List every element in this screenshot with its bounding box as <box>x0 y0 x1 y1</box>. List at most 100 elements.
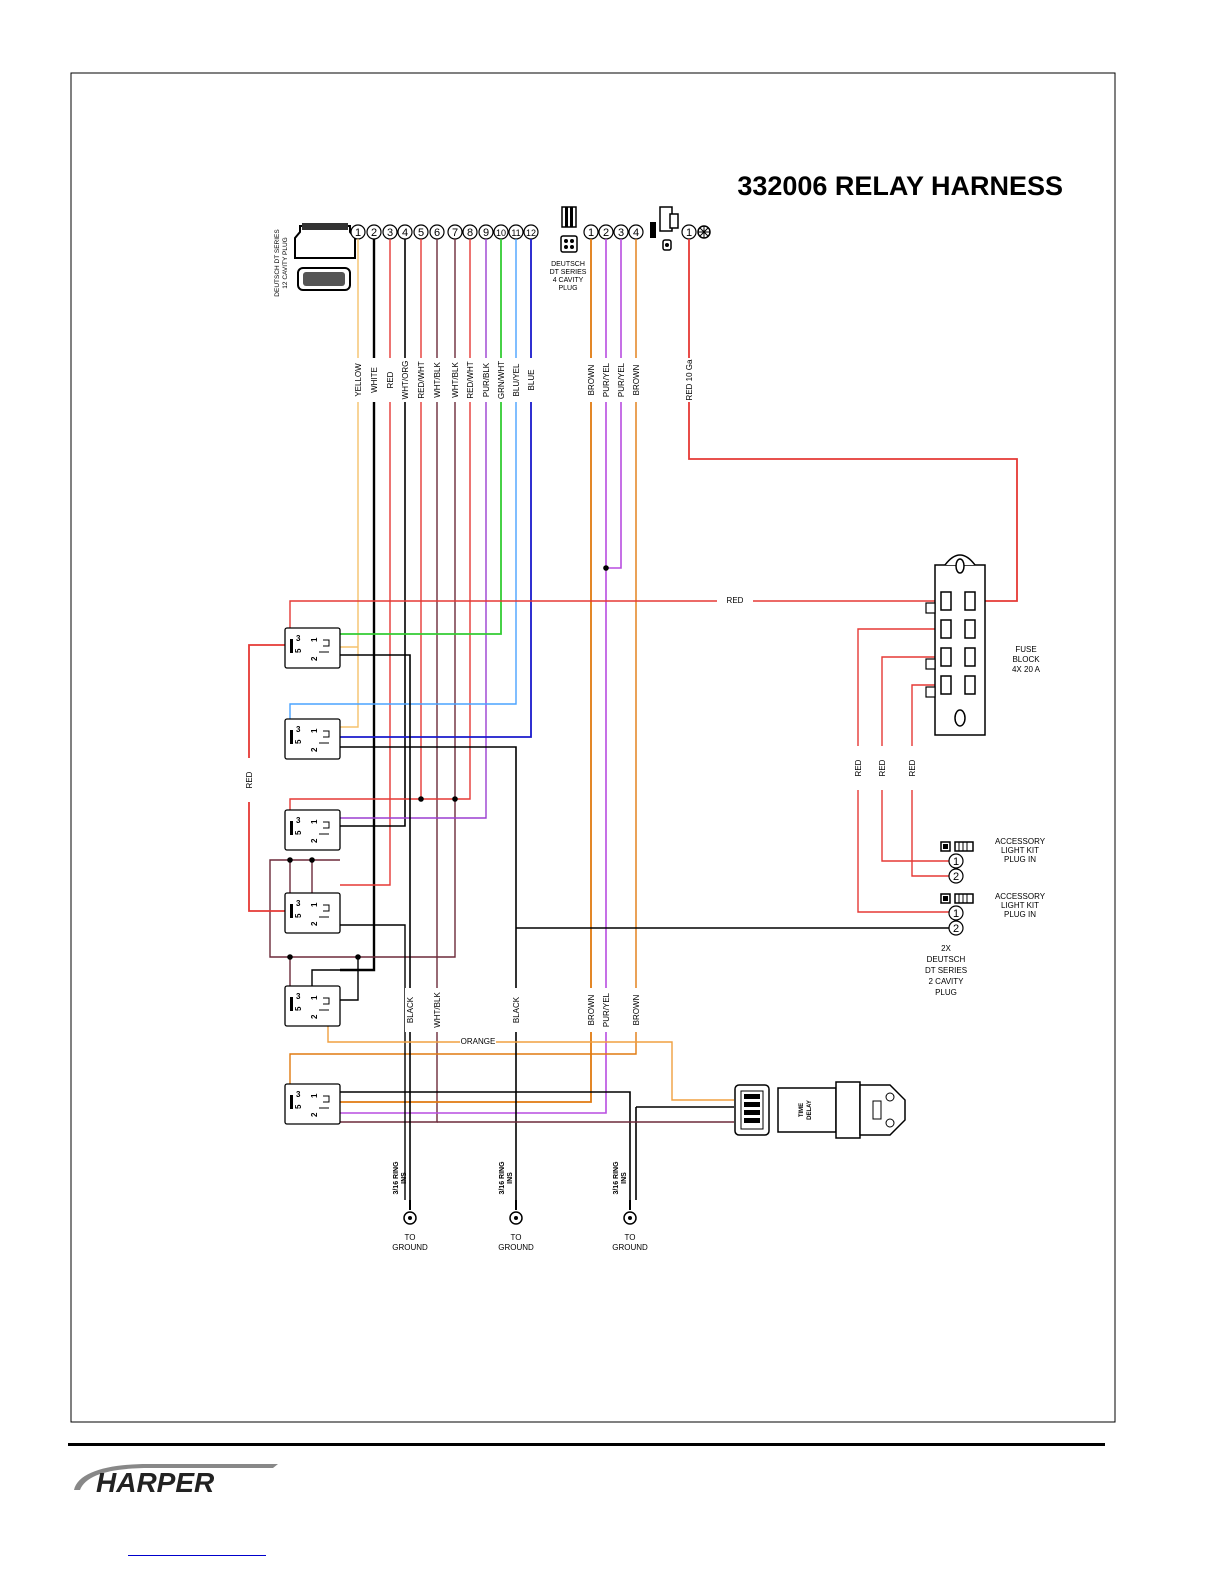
label-red-top: RED <box>727 596 744 605</box>
wire-brown-1 <box>340 239 592 1103</box>
label-bg <box>586 988 596 1032</box>
dt12-pin-num: 9 <box>483 227 489 239</box>
relay-pin-5: 5 <box>294 1006 303 1011</box>
relay-pin-5: 5 <box>294 830 303 835</box>
dt2-label-4: 2 CAVITY <box>929 977 965 986</box>
wire-wht-org <box>340 239 406 827</box>
label-bg <box>511 358 521 402</box>
label-bg <box>586 358 596 402</box>
relay-contact <box>323 1095 330 1103</box>
label-bg <box>601 358 611 402</box>
wire-black-2 <box>340 746 517 1200</box>
acc1-label-1: ACCESSORY <box>995 837 1046 846</box>
dt4-label-1: DEUTSCH <box>551 261 585 268</box>
ring-label: 3/16 RING <box>393 1161 400 1195</box>
dt12-pin-num: 12 <box>526 228 536 238</box>
label-bg <box>496 358 506 402</box>
label-bg <box>684 358 694 402</box>
svg-text:TIME: TIME <box>799 1103 805 1117</box>
label-bg <box>450 358 460 402</box>
relay-contact-87 <box>290 821 293 835</box>
ring-hole <box>514 1216 518 1220</box>
label-bg <box>353 358 363 402</box>
ground-label-to: TO <box>511 1233 522 1242</box>
relay-pin-5: 5 <box>294 1104 303 1109</box>
label-bg <box>511 988 521 1032</box>
label-bg <box>432 358 442 402</box>
relay-pin-2: 2 <box>310 1014 319 1019</box>
relay-pin-1: 1 <box>310 995 319 1000</box>
acc1-pin1: 1 <box>953 856 959 868</box>
acc2-pin2: 2 <box>953 923 959 935</box>
wire-label-dt4-3: PUR/YEL <box>617 362 626 397</box>
wire-label-10: GRN/WHT <box>497 361 506 399</box>
relay-body <box>284 718 341 760</box>
acc1-pin2: 2 <box>953 871 959 883</box>
footer-link[interactable] <box>128 1555 266 1556</box>
ring-label-ins: INS <box>401 1172 408 1184</box>
dt12-pin-num: 1 <box>355 227 361 239</box>
time-delay-relay <box>734 1081 906 1139</box>
ground-label: GROUND <box>498 1243 534 1252</box>
splice-icon <box>697 225 711 239</box>
label-bg <box>526 358 536 402</box>
fuse-block <box>925 554 986 736</box>
ring-label: 3/16 RING <box>613 1161 620 1195</box>
relay-contact-87 <box>290 997 293 1011</box>
ring-label-ins: INS <box>507 1172 514 1184</box>
relay-contact <box>323 904 330 912</box>
fuse-label-3: 4X 20 A <box>1012 665 1041 674</box>
wire-label-4: WHT/ORG <box>401 361 410 400</box>
label-bg <box>432 988 442 1032</box>
splice-dot <box>355 954 361 960</box>
label-bg <box>369 358 379 402</box>
label-orange: ORANGE <box>461 1037 496 1046</box>
wire-power <box>688 239 1018 602</box>
svg-text:HARPER: HARPER <box>96 1467 215 1496</box>
relay-body <box>284 1083 341 1125</box>
relay-pin-3: 3 <box>296 634 301 643</box>
relay-pin-5: 5 <box>294 739 303 744</box>
power-connector-icon <box>650 206 679 251</box>
wire-red-wht <box>289 239 422 818</box>
dt2-label-2: DEUTSCH <box>927 955 966 964</box>
label-bg <box>385 358 395 402</box>
ground-label-to: TO <box>625 1233 636 1242</box>
wire-label-7: WHT/BLK <box>451 362 460 398</box>
label-bg <box>616 358 626 402</box>
acc2-label-1: ACCESSORY <box>995 892 1046 901</box>
dt4-pin-num: 4 <box>633 227 639 239</box>
relay-pin-1: 1 <box>310 902 319 907</box>
label-bg <box>853 746 863 790</box>
label-bg <box>717 595 753 604</box>
label-brown-2: BROWN <box>632 994 641 1025</box>
accessory-plug-2 <box>940 893 974 936</box>
wire-orange <box>327 1010 734 1101</box>
relay-contact-87 <box>290 639 293 653</box>
dt12-label: DEUTSCH DT SERIES 12 CAVITY PLUG <box>274 229 289 297</box>
label-red-acc-2: RED <box>878 759 887 776</box>
dt12-pin-num: 2 <box>371 227 377 239</box>
wire-black-3 <box>340 1091 631 1200</box>
label-bg <box>601 988 611 1032</box>
wire-label-1: YELLOW <box>354 363 363 397</box>
page-frame <box>70 72 1116 1423</box>
label-bg <box>481 358 491 402</box>
dt12-pin-num: 11 <box>511 228 520 238</box>
wire-white <box>340 239 376 972</box>
relay-body <box>284 892 341 934</box>
relay-contact <box>323 639 330 647</box>
acc1-label-2: LIGHT KIT <box>1001 846 1039 855</box>
wire-label-3: RED <box>386 371 395 388</box>
wire-label-8: RED/WHT <box>466 361 475 398</box>
acc2-label-2: LIGHT KIT <box>1001 901 1039 910</box>
label-bg <box>877 746 887 790</box>
wire-label-9: PUR/BLK <box>482 362 491 397</box>
wire-black-4 <box>340 924 406 1200</box>
wire-label-dt4-1: BROWN <box>587 364 596 395</box>
